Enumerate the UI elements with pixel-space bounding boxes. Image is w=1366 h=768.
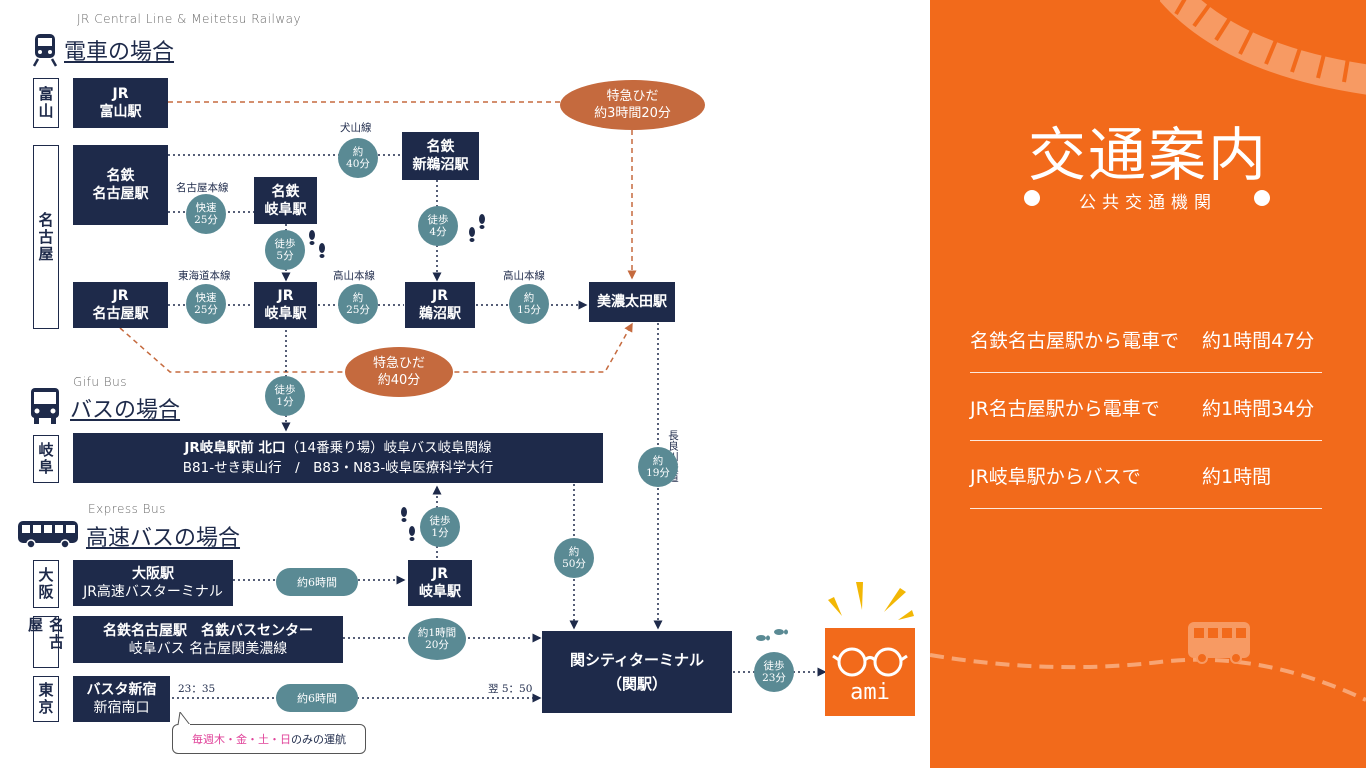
footprints-icon [401, 507, 415, 541]
panel-subtitle-dot-left [1024, 190, 1040, 206]
station-meitetsu-gifu: 名鉄岐阜駅 [254, 177, 317, 224]
info-panel: 交通案内 公共交通機関 名鉄名古屋駅から電車で約1時間47分 JR名古屋駅から電… [930, 0, 1366, 768]
label-takayama-2: 高山本線 [503, 270, 545, 282]
region-toyama: 富山 [33, 78, 59, 128]
time-osaka-6h: 約6時間 [276, 568, 358, 596]
arrival-time: 翌 5：50 [488, 683, 533, 695]
bus-section-en: Gifu Bus [73, 375, 127, 389]
footprints-icon [756, 629, 788, 641]
footprints-icon [469, 214, 485, 242]
label-inuyama: 犬山線 [340, 122, 372, 134]
footprints-icon [309, 230, 325, 258]
station-busta-shinjuku: バスタ新宿新宿南口 [73, 676, 170, 722]
route-row: JR岐阜駅からバスで約1時間 [970, 440, 1322, 509]
time-hida-nagoya: 特急ひだ約40分 [345, 347, 453, 397]
label-nagoya-honsen: 名古屋本線 [176, 182, 229, 194]
route-row: 名鉄名古屋駅から電車で約1時間47分 [970, 304, 1322, 373]
bus-illustration-icon [1188, 622, 1250, 664]
station-seki-terminal: 関シティターミナル（関駅） [542, 631, 732, 713]
region-nagoya: 名古屋 [33, 145, 59, 329]
bus-icon [31, 388, 59, 424]
region-tokyo: 東京 [33, 676, 59, 722]
label-takayama-1: 高山本線 [333, 270, 375, 282]
train-icon [32, 34, 58, 67]
express-section-en: Express Bus [88, 502, 166, 516]
time-hida-toyama: 特急ひだ約3時間20分 [560, 80, 705, 130]
station-minoota: 美濃太田駅 [589, 282, 675, 322]
ami-logo: ami [825, 628, 915, 716]
route-row: JR名古屋駅から電車で約1時間34分 [970, 372, 1322, 441]
header-subtitle: JR Central Line & Meitetsu Railway [77, 12, 302, 26]
station-meitetsu-nagoya: 名鉄名古屋駅 [73, 145, 168, 225]
bus-section-title: バスの場合 [70, 398, 181, 423]
rail-decoration [1160, 0, 1366, 95]
glasses-icon [832, 647, 908, 677]
time-tokyo-6h: 約6時間 [276, 684, 358, 712]
operation-note: 毎週木・金・土・日のみの運航 [172, 724, 366, 754]
label-tokaido: 東海道本線 [178, 270, 231, 282]
road-decoration [930, 622, 1366, 702]
panel-subtitle: 公共交通機関 [1079, 193, 1217, 213]
note-pointer [177, 712, 191, 726]
region-gifu: 岐阜 [33, 435, 59, 483]
station-meitetsu-shinunuma: 名鉄新鵜沼駅 [402, 132, 479, 180]
region-nagoya-bus: 名古屋 [26, 616, 65, 668]
gifu-bus-stop: JR岐阜駅前 北口（14番乗り場）岐阜バス岐阜関線 B81-せき東山行 / B8… [73, 433, 603, 483]
departure-time: 23：35 [178, 683, 216, 695]
train-section-title: 電車の場合 [64, 40, 175, 65]
panel-subtitle-dot-right [1254, 190, 1270, 206]
station-meitetsu-bus-center: 名鉄名古屋駅 名鉄バスセンター岐阜バス 名古屋関美濃線 [73, 616, 343, 663]
panel-title: 交通案内 [1027, 121, 1268, 189]
logo-text: ami [850, 680, 890, 705]
express-bus-icon [18, 521, 78, 549]
region-osaka: 大阪 [33, 560, 59, 608]
express-section-title: 高速バスの場合 [86, 526, 241, 551]
